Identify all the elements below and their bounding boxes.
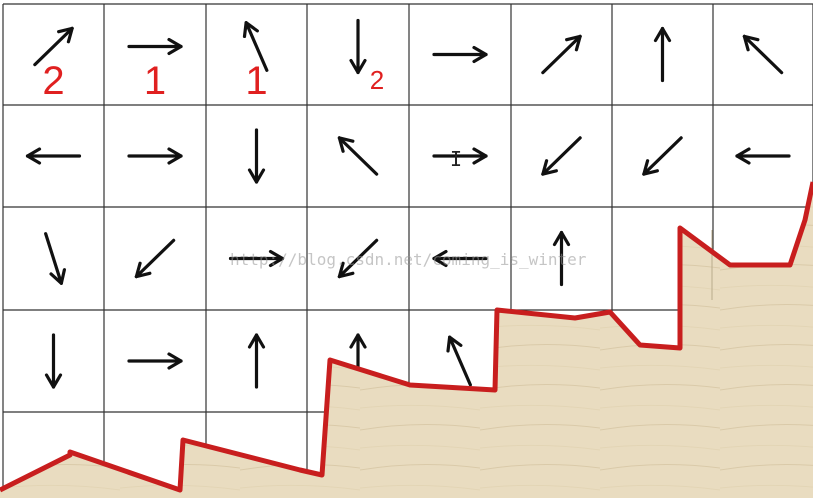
cell-label: 2 [42,59,64,103]
arrow-south-south-east [44,232,66,285]
arrow-north [247,333,266,389]
arrow-south-west [642,136,683,176]
arrow-north-east [541,34,582,75]
arrow-west [25,147,82,165]
arrow-north [552,230,571,287]
arrow-east [127,352,183,370]
label-layer: 2 1 1 2 [42,59,384,103]
watermark-text: http://blog.csdn.net/coming_is_winter [230,250,587,269]
arrow-east [127,37,183,56]
cell-label: 1 [245,59,267,103]
terrain-boundary [0,181,813,493]
arrow-north [653,26,672,83]
arrow-north-west [742,34,784,75]
terrain-layer [0,181,813,498]
arrow-north-west [337,136,379,176]
text-cursor-icon: I [450,147,462,171]
arrow-south-west [337,238,379,279]
arrow-south [44,333,63,389]
arrow-south [247,128,266,184]
arrow-east [228,249,285,268]
arrow-north-east [33,26,74,67]
arrow-east [432,147,488,165]
arrow-south-west [134,238,176,279]
arrow-layer: I [25,18,791,389]
arrow-north-north-west [446,335,472,387]
terrain-texture [0,182,813,498]
arrow-west [432,249,488,268]
cell-label: 1 [144,59,166,103]
arrow-north-north-west [242,21,269,72]
arrow-south [349,18,367,75]
arrow-west [735,147,791,165]
arrow-east [432,45,488,64]
arrow-south-west [541,136,582,176]
cell-label: 2 [370,65,384,95]
arrow-east [127,147,183,165]
